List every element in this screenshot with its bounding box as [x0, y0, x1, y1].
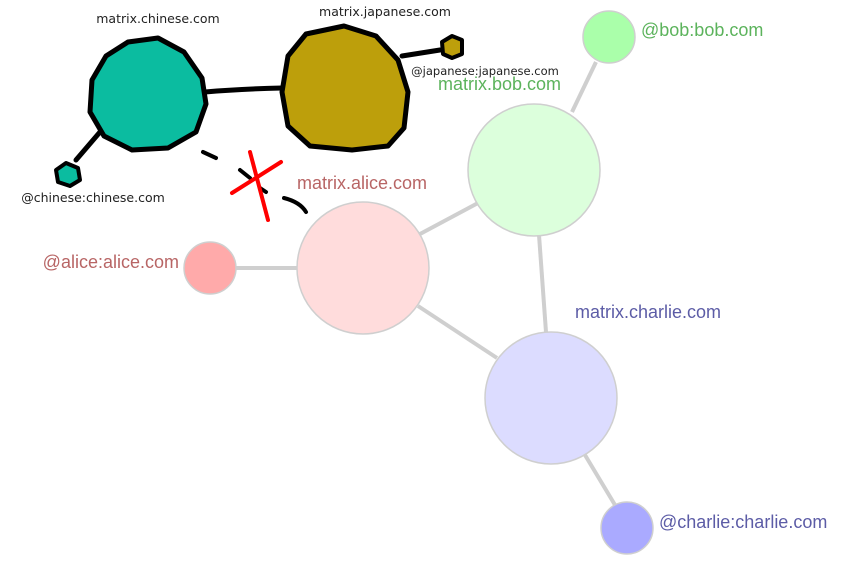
chinese-user-outline [54, 161, 82, 188]
japanese-server-blob [282, 26, 408, 150]
cross-icon [230, 150, 283, 222]
japanese-user-outline [440, 34, 464, 60]
bob-user-label: @bob:bob.com [641, 20, 763, 40]
japanese-user-blob [442, 36, 462, 58]
bob-server-label: matrix.bob.com [438, 74, 561, 94]
chinese-server-outline [87, 35, 209, 153]
sketch-link-chinese-user [73, 129, 103, 163]
chinese-server-blob [90, 38, 206, 150]
chinese-server-label: matrix.chinese.com [96, 11, 219, 26]
alice-server-node[interactable] [296, 201, 430, 335]
charlie-user-node[interactable] [600, 501, 654, 555]
sketch-link-chinese-japanese [202, 85, 285, 95]
bob-user-node[interactable] [582, 10, 636, 64]
link-bob-server-user [570, 61, 598, 113]
chinese-user-blob [56, 163, 80, 186]
link-alice-bob [419, 201, 479, 236]
chinese-user-label: @chinese:chinese.com [21, 190, 165, 205]
broken-link-dashes [201, 150, 308, 214]
alice-user-label: @alice:alice.com [43, 252, 179, 272]
charlie-user-label: @charlie:charlie.com [659, 512, 827, 532]
link-alice-charlie [416, 304, 499, 360]
bob-server-node[interactable] [467, 103, 601, 237]
charlie-server-label: matrix.charlie.com [575, 302, 721, 322]
alice-server-label: matrix.alice.com [297, 173, 427, 193]
japanese-server-outline [279, 23, 411, 153]
charlie-server-node[interactable] [484, 331, 618, 465]
japanese-server-label: matrix.japanese.com [319, 4, 451, 19]
link-bob-charlie [537, 234, 548, 333]
link-charlie-server-user [583, 453, 617, 507]
links [236, 61, 617, 507]
hand-drawn-sketch [54, 23, 464, 222]
japanese-user-label: @japanese:japanese.com [411, 64, 559, 78]
sketch-link-japanese-user [399, 47, 443, 59]
alice-user-node[interactable] [183, 241, 237, 295]
